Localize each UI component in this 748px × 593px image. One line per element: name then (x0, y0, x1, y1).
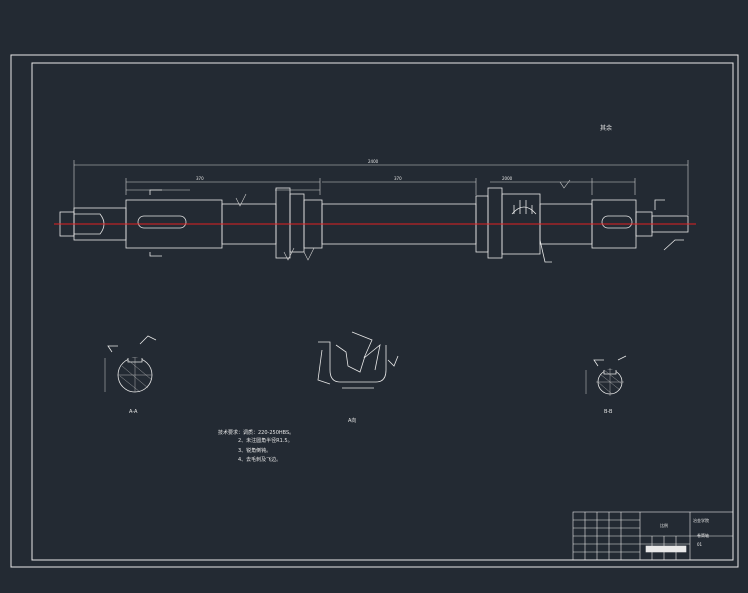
section-b-label: B-B (604, 409, 613, 415)
dimension-lines (73, 160, 689, 215)
roughness-note: 其余 (600, 124, 612, 132)
title-part-name: 卷筒轴 (697, 532, 709, 538)
tech-note-4: 4、去毛刺及飞边。 (238, 456, 281, 463)
title-scale: 比例 (660, 522, 668, 528)
dim-left-step: 370 (196, 176, 204, 181)
roughness-symbols (235, 179, 571, 261)
detail-view (317, 331, 399, 389)
shaft-main-view (59, 187, 689, 263)
detail-view-label: A向 (348, 417, 356, 424)
tech-note-3: 3、锐角倒钝。 (238, 447, 271, 454)
dim-mid-step: 370 (394, 176, 402, 181)
title-school: 冶金学院 (693, 517, 709, 523)
title-block (572, 511, 734, 561)
tech-note-2: 2、未注圆角半径R1.5。 (238, 437, 293, 444)
title-drawing-no: 01 (697, 542, 703, 547)
dim-right-step: 2000 (502, 176, 513, 181)
section-a-label: A-A (129, 409, 138, 415)
dim-overall-length: 2400 (368, 159, 379, 164)
section-b-b (585, 355, 627, 396)
inner-frame (31, 62, 734, 561)
tech-note-1: 技术要求：调质：220-250HBS。 (218, 429, 294, 436)
section-a-a (104, 335, 157, 393)
outer-frame (10, 54, 739, 568)
